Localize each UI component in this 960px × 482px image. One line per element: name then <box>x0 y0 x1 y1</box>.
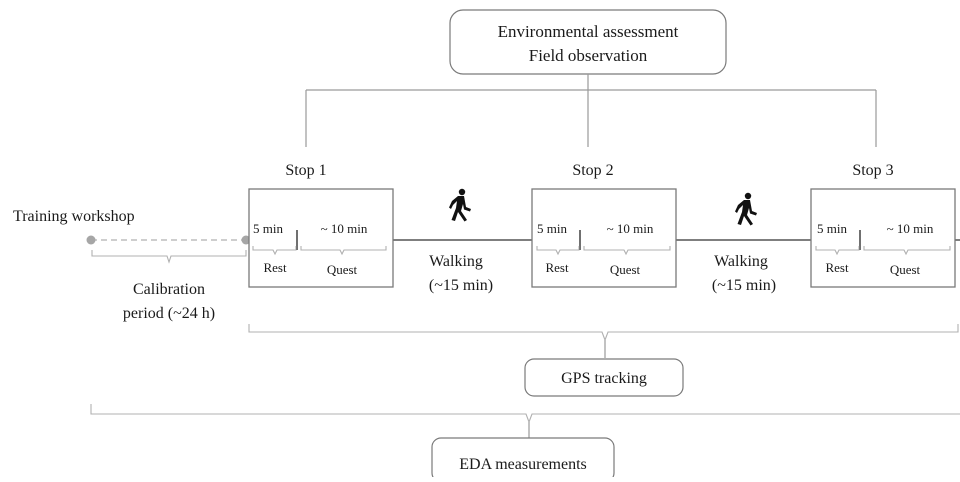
quest-label: Quest <box>327 262 358 277</box>
calibration-brace <box>91 250 247 264</box>
rest-label: Rest <box>545 260 569 275</box>
eda-measurements-box: EDA measurements <box>431 437 615 482</box>
eda-brace <box>90 404 960 424</box>
quest-label: Quest <box>610 262 641 277</box>
gps-label: GPS tracking <box>561 370 647 387</box>
stop-label: Stop 1 <box>285 162 326 179</box>
gps-brace <box>248 324 959 342</box>
top-box-line1: Environmental assessment <box>498 22 679 41</box>
walking-label: Walking <box>429 253 483 270</box>
walking-person-icon <box>449 188 471 222</box>
walking-segment-2: Walking (~15 min) <box>712 192 776 294</box>
rest-time: 5 min <box>817 221 847 236</box>
stop-label: Stop 3 <box>852 162 893 179</box>
rest-label: Rest <box>825 260 849 275</box>
calibration-line2: period (~24 h) <box>123 305 215 322</box>
calibration-start-dot <box>86 235 96 245</box>
quest-label: Quest <box>890 262 921 277</box>
quest-time: ~ 10 min <box>887 221 934 236</box>
rest-brace <box>536 246 580 256</box>
rest-brace <box>815 246 860 256</box>
rest-label: Rest <box>263 260 287 275</box>
stop-2: Stop 2 5 min ~ 10 min Rest Quest <box>531 162 677 288</box>
walking-segment-1: Walking (~15 min) <box>429 188 493 294</box>
walking-label: Walking <box>714 253 768 270</box>
eda-label: EDA measurements <box>459 456 587 473</box>
rest-time: 5 min <box>537 221 567 236</box>
quest-time: ~ 10 min <box>321 221 368 236</box>
quest-time: ~ 10 min <box>607 221 654 236</box>
stop-1: Stop 1 5 min ~ 10 min Rest Quest <box>248 162 394 288</box>
environmental-assessment-box: Environmental assessment Field observati… <box>449 9 727 75</box>
walking-duration: (~15 min) <box>712 277 776 294</box>
rest-time: 5 min <box>253 221 283 236</box>
stop-label: Stop 2 <box>572 162 613 179</box>
rest-brace <box>252 246 297 256</box>
calibration-line1: Calibration <box>133 281 205 298</box>
top-box-line2: Field observation <box>529 46 648 65</box>
quest-brace <box>863 246 951 256</box>
gps-tracking-box: GPS tracking <box>524 358 684 397</box>
walking-person-icon <box>735 192 757 226</box>
quest-brace <box>300 246 387 256</box>
assessment-connector <box>305 74 877 147</box>
training-workshop-label: Training workshop <box>13 208 135 225</box>
walking-duration: (~15 min) <box>429 277 493 294</box>
quest-brace <box>583 246 671 256</box>
calibration-end-dot <box>241 235 251 245</box>
stop-3: Stop 3 5 min ~ 10 min Rest Quest <box>810 162 956 288</box>
